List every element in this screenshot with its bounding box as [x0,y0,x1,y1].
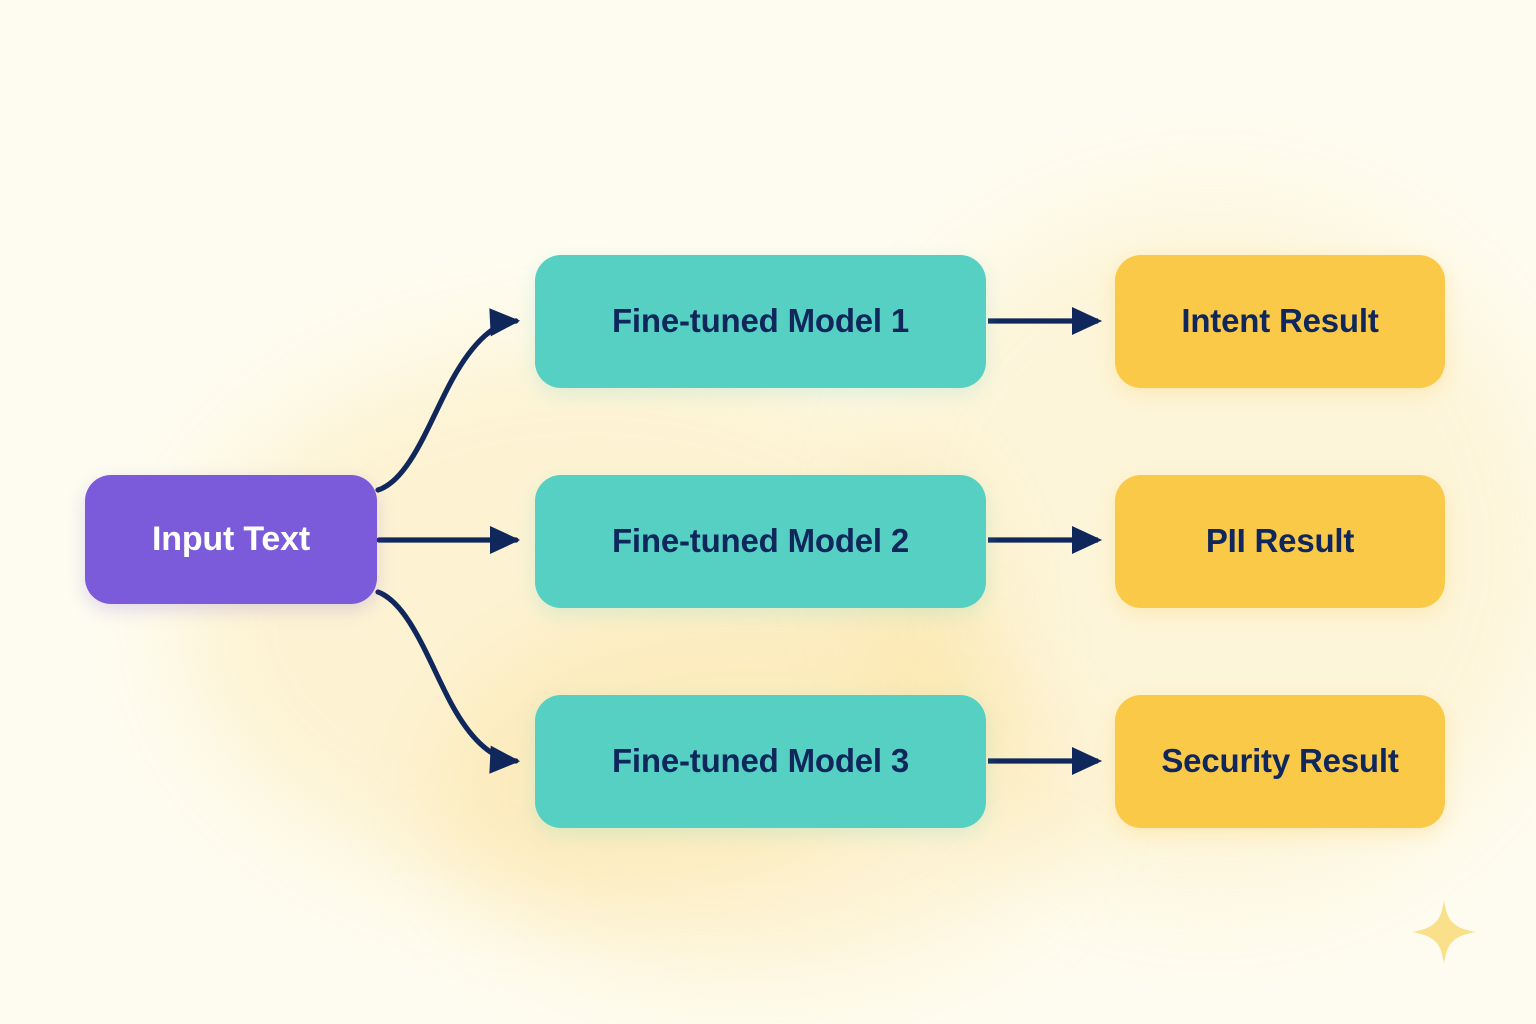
edge-input-to-model-3 [375,589,521,774]
sparkle-icon [1412,900,1476,964]
node-fine-tuned-model-3-label: Fine-tuned Model 3 [611,742,910,780]
node-security-result[interactable]: Security Result [1115,695,1445,828]
node-intent-result[interactable]: Intent Result [1115,255,1445,388]
node-input-text-label: Input Text [152,519,310,558]
node-input-text[interactable]: Input Text [85,475,377,604]
node-pii-result[interactable]: PII Result [1115,475,1445,608]
node-security-result-label: Security Result [1161,742,1399,780]
node-fine-tuned-model-3[interactable]: Fine-tuned Model 3 [535,695,986,828]
edge-input-to-model-1 [375,308,521,493]
node-fine-tuned-model-2[interactable]: Fine-tuned Model 2 [535,475,986,608]
node-fine-tuned-model-2-label: Fine-tuned Model 2 [611,522,910,560]
node-pii-result-label: PII Result [1205,522,1355,560]
node-fine-tuned-model-1[interactable]: Fine-tuned Model 1 [535,255,986,388]
node-intent-result-label: Intent Result [1181,302,1379,340]
node-fine-tuned-model-1-label: Fine-tuned Model 1 [611,302,910,340]
